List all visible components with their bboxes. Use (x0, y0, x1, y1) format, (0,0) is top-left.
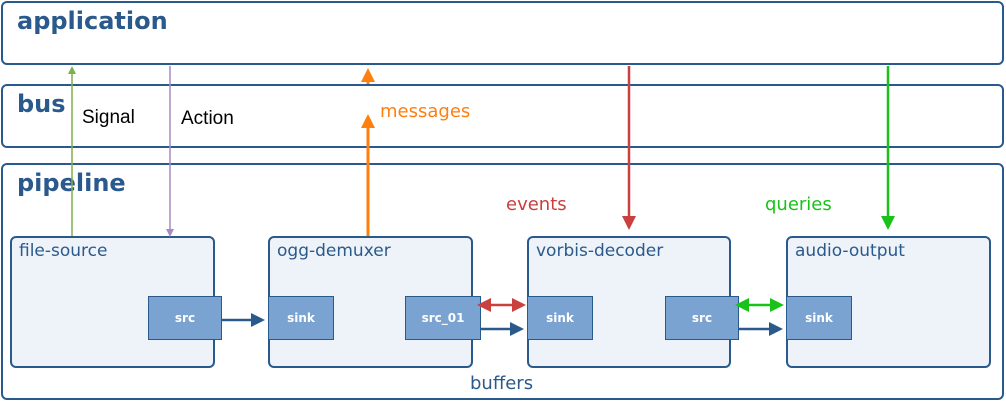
vorbis-decoder-sink-pad: sink (527, 296, 593, 340)
messages-label: messages (380, 101, 471, 122)
bus-title: bus (17, 90, 66, 118)
ogg-demuxer-sink-pad: sink (268, 296, 334, 340)
element-name: audio-output (795, 241, 905, 261)
signal-label: Signal (82, 107, 135, 128)
action-label: Action (181, 108, 234, 129)
element-audio-output: audio-output (786, 236, 991, 368)
application-box: application (1, 1, 1004, 65)
buffers-label: buffers (470, 373, 534, 394)
events-label: events (506, 194, 567, 215)
audio-output-sink-pad: sink (786, 296, 852, 340)
element-name: vorbis-decoder (536, 241, 664, 261)
element-name: ogg-demuxer (277, 241, 391, 261)
vorbis-decoder-src-pad: src (665, 296, 739, 340)
application-title: application (17, 7, 168, 35)
bus-box: bus (1, 84, 1004, 148)
element-name: file-source (19, 241, 108, 261)
file-source-src-pad: src (148, 296, 222, 340)
ogg-demuxer-src-01-pad: src_01 (405, 296, 481, 340)
queries-label: queries (765, 194, 832, 215)
